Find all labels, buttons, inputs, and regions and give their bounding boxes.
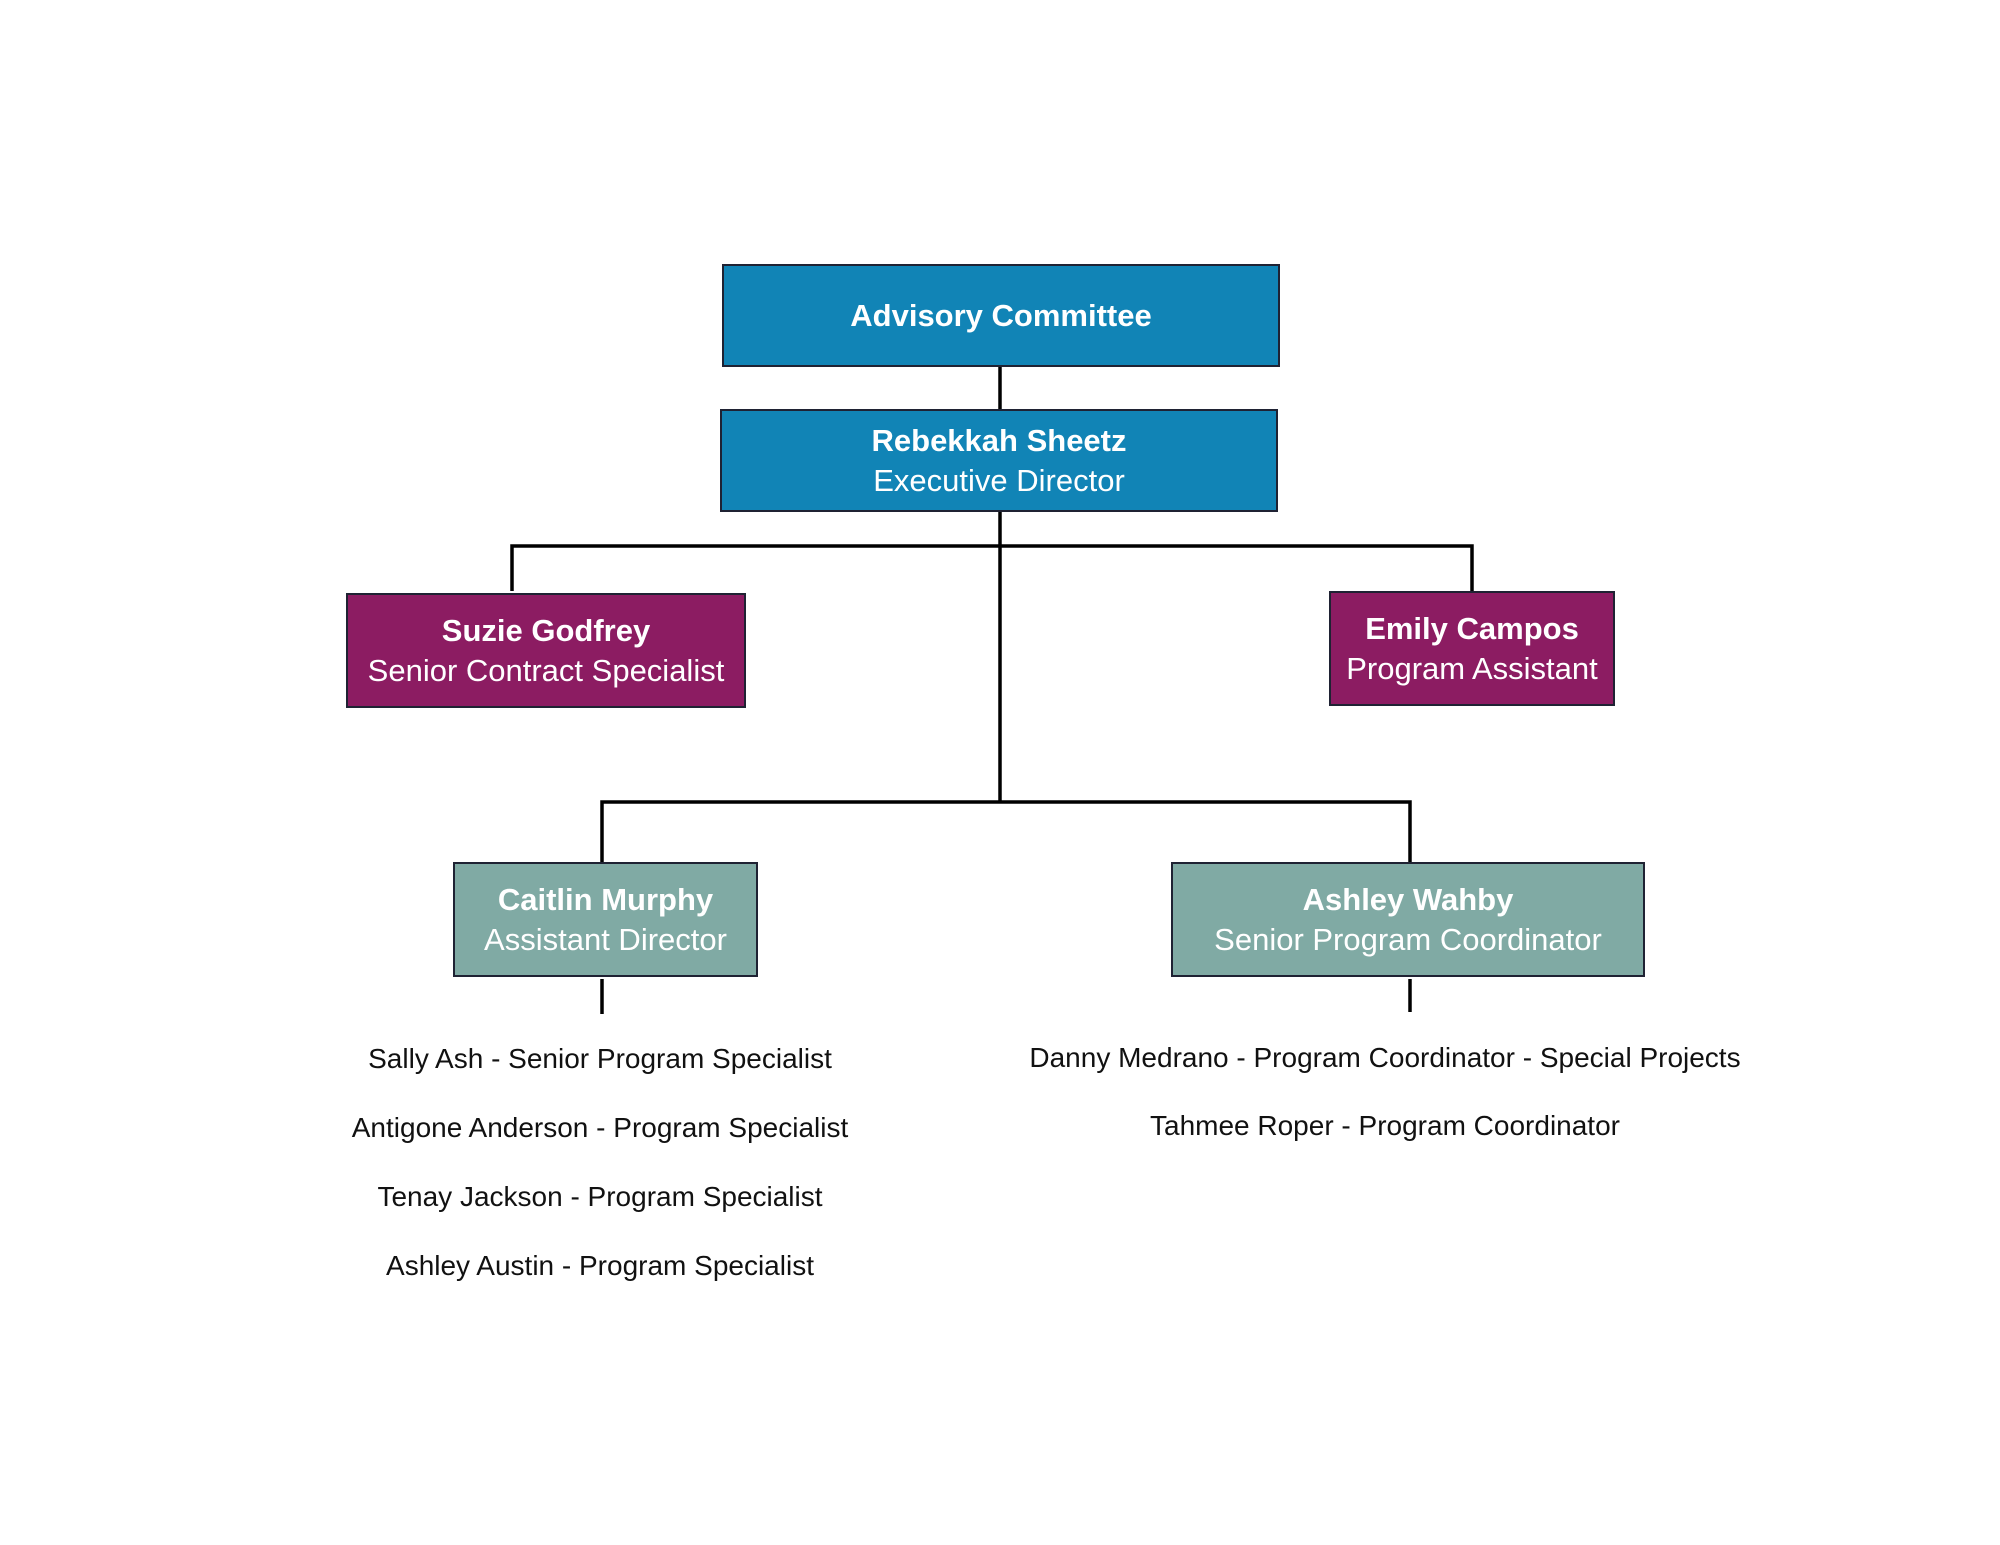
assistant-director-role: Assistant Director [484,921,727,957]
senior-coordinator-name: Ashley Wahby [1302,881,1514,917]
staff-item: Danny Medrano - Program Coordinator - Sp… [1029,1042,1741,1073]
assistant-director-box: Caitlin Murphy Assistant Director [453,862,758,977]
staff-item: Tahmee Roper - Program Coordinator [1150,1110,1620,1141]
executive-director-box: Rebekkah Sheetz Executive Director [720,409,1278,512]
staff-item: Tenay Jackson - Program Specialist [377,1181,823,1212]
program-assistant-box: Emily Campos Program Assistant [1329,591,1615,706]
contract-specialist-name: Suzie Godfrey [441,612,651,648]
assistant-director-name: Caitlin Murphy [497,881,714,917]
advisory-committee-name: Advisory Committee [850,297,1152,333]
staff-item: Ashley Austin - Program Specialist [386,1250,814,1281]
executive-director-role: Executive Director [873,462,1125,498]
staff-item: Sally Ash - Senior Program Specialist [368,1043,832,1074]
senior-coordinator-box: Ashley Wahby Senior Program Coordinator [1171,862,1645,977]
contract-specialist-box: Suzie Godfrey Senior Contract Specialist [346,593,746,708]
advisory-committee-box: Advisory Committee [722,264,1280,367]
executive-director-name: Rebekkah Sheetz [871,422,1127,458]
contract-specialist-role: Senior Contract Specialist [367,652,725,688]
program-assistant-role: Program Assistant [1346,650,1598,686]
senior-coordinator-role: Senior Program Coordinator [1214,921,1602,957]
program-assistant-name: Emily Campos [1365,610,1579,646]
connector-upper-branch [510,544,1474,593]
staff-item: Antigone Anderson - Program Specialist [351,1112,849,1143]
connector-lower-branch [600,800,1412,864]
